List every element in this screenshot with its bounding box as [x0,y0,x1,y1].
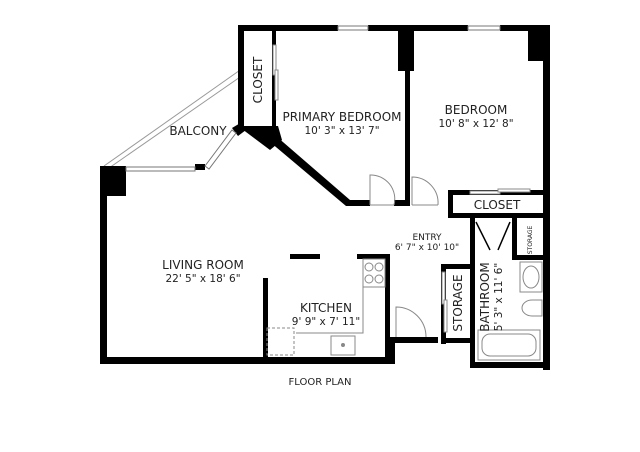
bathroom-name: BATHROOM [478,262,492,331]
bath-storage-name: STORAGE [527,226,534,255]
primary-bedroom-dim: 10' 3" x 13' 7" [304,125,379,137]
primary-bedroom-name: PRIMARY BEDROOM [282,110,401,124]
entry-dim: 6' 7" x 10' 10" [395,243,459,253]
entry-name: ENTRY [412,233,442,243]
balcony-name: BALCONY [169,124,227,138]
living-room-dim: 22' 5" x 18' 6" [165,273,240,285]
closet-sliding-doors [272,44,531,333]
bedroom-name: BEDROOM [445,103,508,117]
primary-closet-name: CLOSET [251,56,265,103]
hall-closet-name: CLOSET [474,198,521,212]
bedroom-dim: 10' 8" x 12' 8" [438,118,513,130]
living-room-name: LIVING ROOM [162,258,244,272]
bathroom-fixtures [477,261,543,361]
bathroom-dim: 5' 3" x 11' 6" [493,263,505,331]
floor-plan-caption: FLOOR PLAN [289,377,352,388]
windows [125,25,501,172]
doors [369,174,511,338]
balcony-railing [103,67,244,169]
kitchen-name: KITCHEN [300,301,352,315]
kitchen-dim: 9' 9" x 7' 11" [292,316,360,328]
kitchen-fixtures [266,258,386,356]
room-labels: PRIMARY BEDROOM 10' 3" x 13' 7" BEDROOM … [162,56,534,388]
entry-storage-name: STORAGE [451,274,465,331]
